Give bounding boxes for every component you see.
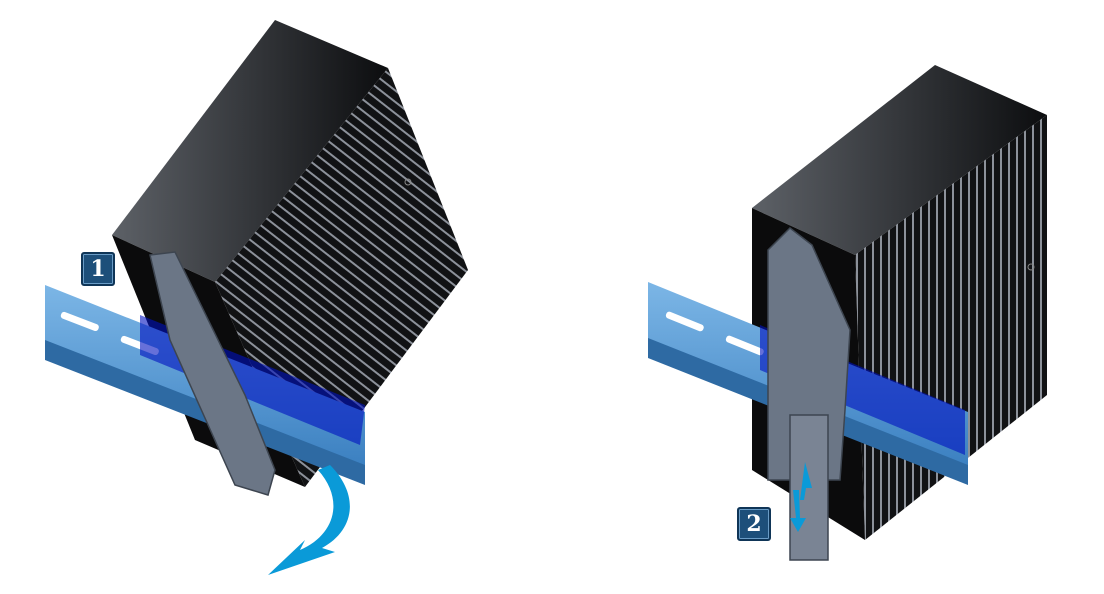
device-top-face xyxy=(752,65,1047,255)
mounting-bracket-left xyxy=(149,251,276,496)
led-indicator xyxy=(1027,263,1035,271)
led-indicator xyxy=(404,178,412,186)
tilt-arrow-icon xyxy=(268,465,350,575)
latch-arrow-icon xyxy=(790,462,812,532)
step-badge-2: 2 xyxy=(737,507,771,541)
device-top-face xyxy=(112,20,388,282)
step-badge-1: 1 xyxy=(81,252,115,286)
